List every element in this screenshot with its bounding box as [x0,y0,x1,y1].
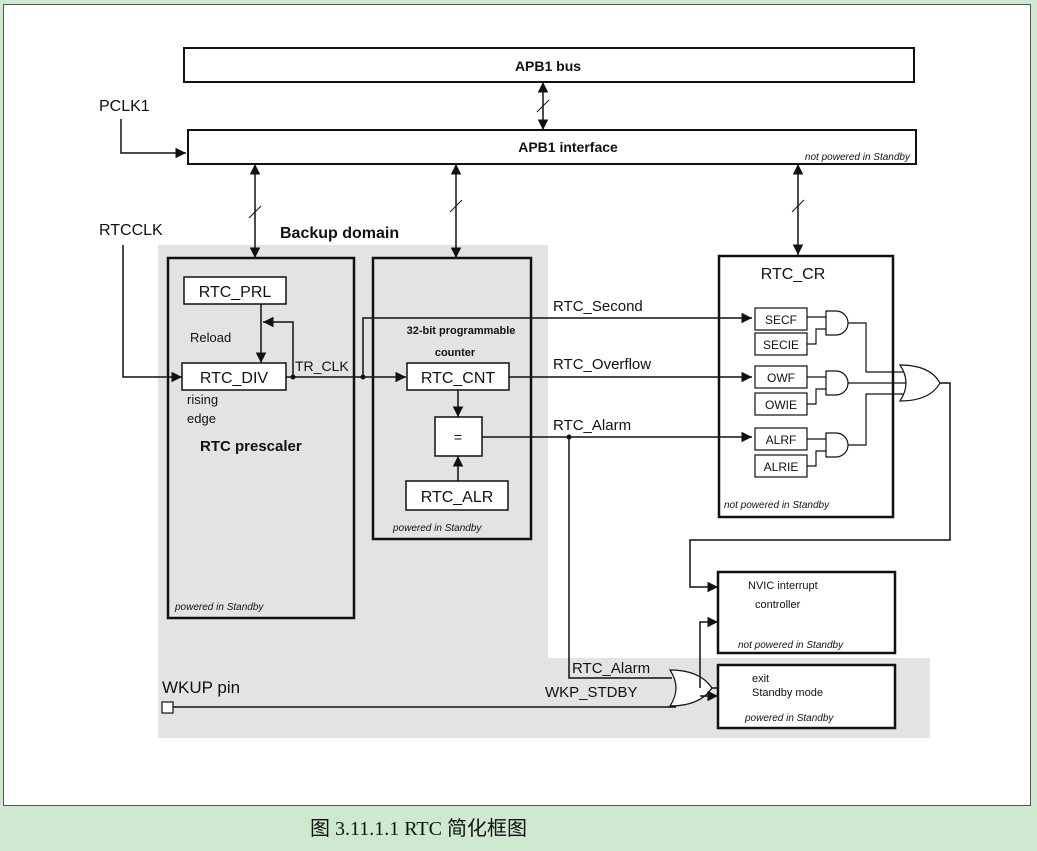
exit-line2: Standby mode [752,687,823,699]
apb1-interface-box [187,129,917,165]
rising-label: rising [187,392,218,407]
rtc-overflow-label: RTC_Overflow [553,356,651,373]
wkup-pin-square [161,701,174,714]
secf-label: SECF [765,313,797,327]
rtc-prl-box [183,276,287,305]
nvic-block [716,570,897,655]
apb1-bus-label: APB1 bus [515,58,581,74]
rtc-alr-label: RTC_ALR [421,489,494,506]
backup-domain-region [158,245,930,738]
rtc-cr-title: RTC_CR [761,266,826,283]
rtc-prescaler-title: RTC prescaler [200,438,302,455]
rtc-alarm2-label: RTC_Alarm [572,660,650,677]
rtc-div-box [181,362,287,391]
rtc-cnt-box [406,362,510,391]
exit-standby-block [716,663,897,730]
nvic-not-powered: not powered in Standby [738,640,844,651]
exit-powered: powered in Standby [744,713,834,724]
counter-powered-label: powered in Standby [392,523,482,534]
and-gates [825,310,849,458]
secie-label: SECIE [763,338,799,352]
rtc-cr-block [717,254,895,519]
rtc-block-diagram: APB1 bus APB1 interface not powered in S… [99,47,951,738]
alrie-label: ALRIE [764,460,799,474]
prescaler-powered-label: powered in Standby [174,602,264,613]
rtc-prl-label: RTC_PRL [199,284,272,301]
reload-label: Reload [190,330,231,345]
rtc-second-label: RTC_Second [553,298,643,315]
nvic-line1: NVIC interrupt [748,580,818,592]
counter-title-line1: 32-bit programmable [407,325,516,337]
rtc-alarm-label: RTC_Alarm [553,417,631,434]
rtcclk-label: RTCCLK [99,222,163,239]
apb1-not-powered: not powered in Standby [805,152,911,163]
edge-label: edge [187,411,216,426]
wkup-pin-label: WKUP pin [162,678,240,697]
apb1-bus-box [183,47,915,83]
rtc-cr-not-powered: not powered in Standby [724,500,830,511]
owf-label: OWF [767,371,795,385]
tr-clk-label: TR_CLK [295,358,349,374]
counter-block [371,256,533,541]
counter-title-line2: counter [435,347,476,359]
rtc-alr-box [405,480,509,511]
owie-label: OWIE [765,398,797,412]
exit-line1: exit [752,673,769,685]
apb1-interface-label: APB1 interface [518,139,618,155]
or-gate-interrupt [898,364,941,402]
alrf-label: ALRF [766,433,797,447]
figure-caption: 图 3.11.1.1 RTC 简化框图 [310,818,527,840]
rtc-cnt-label: RTC_CNT [421,370,496,387]
rtc-div-label: RTC_DIV [200,370,268,387]
comparator-label: = [454,429,462,445]
or-gate-wakeup [668,669,713,707]
rtc-prescaler-block [166,256,356,620]
backup-domain-label: Backup domain [280,225,399,242]
nvic-line2: controller [755,599,801,611]
wkp-stdby-label: WKP_STDBY [545,684,638,701]
pclk1-label: PCLK1 [99,98,150,115]
secf-box [754,307,808,331]
